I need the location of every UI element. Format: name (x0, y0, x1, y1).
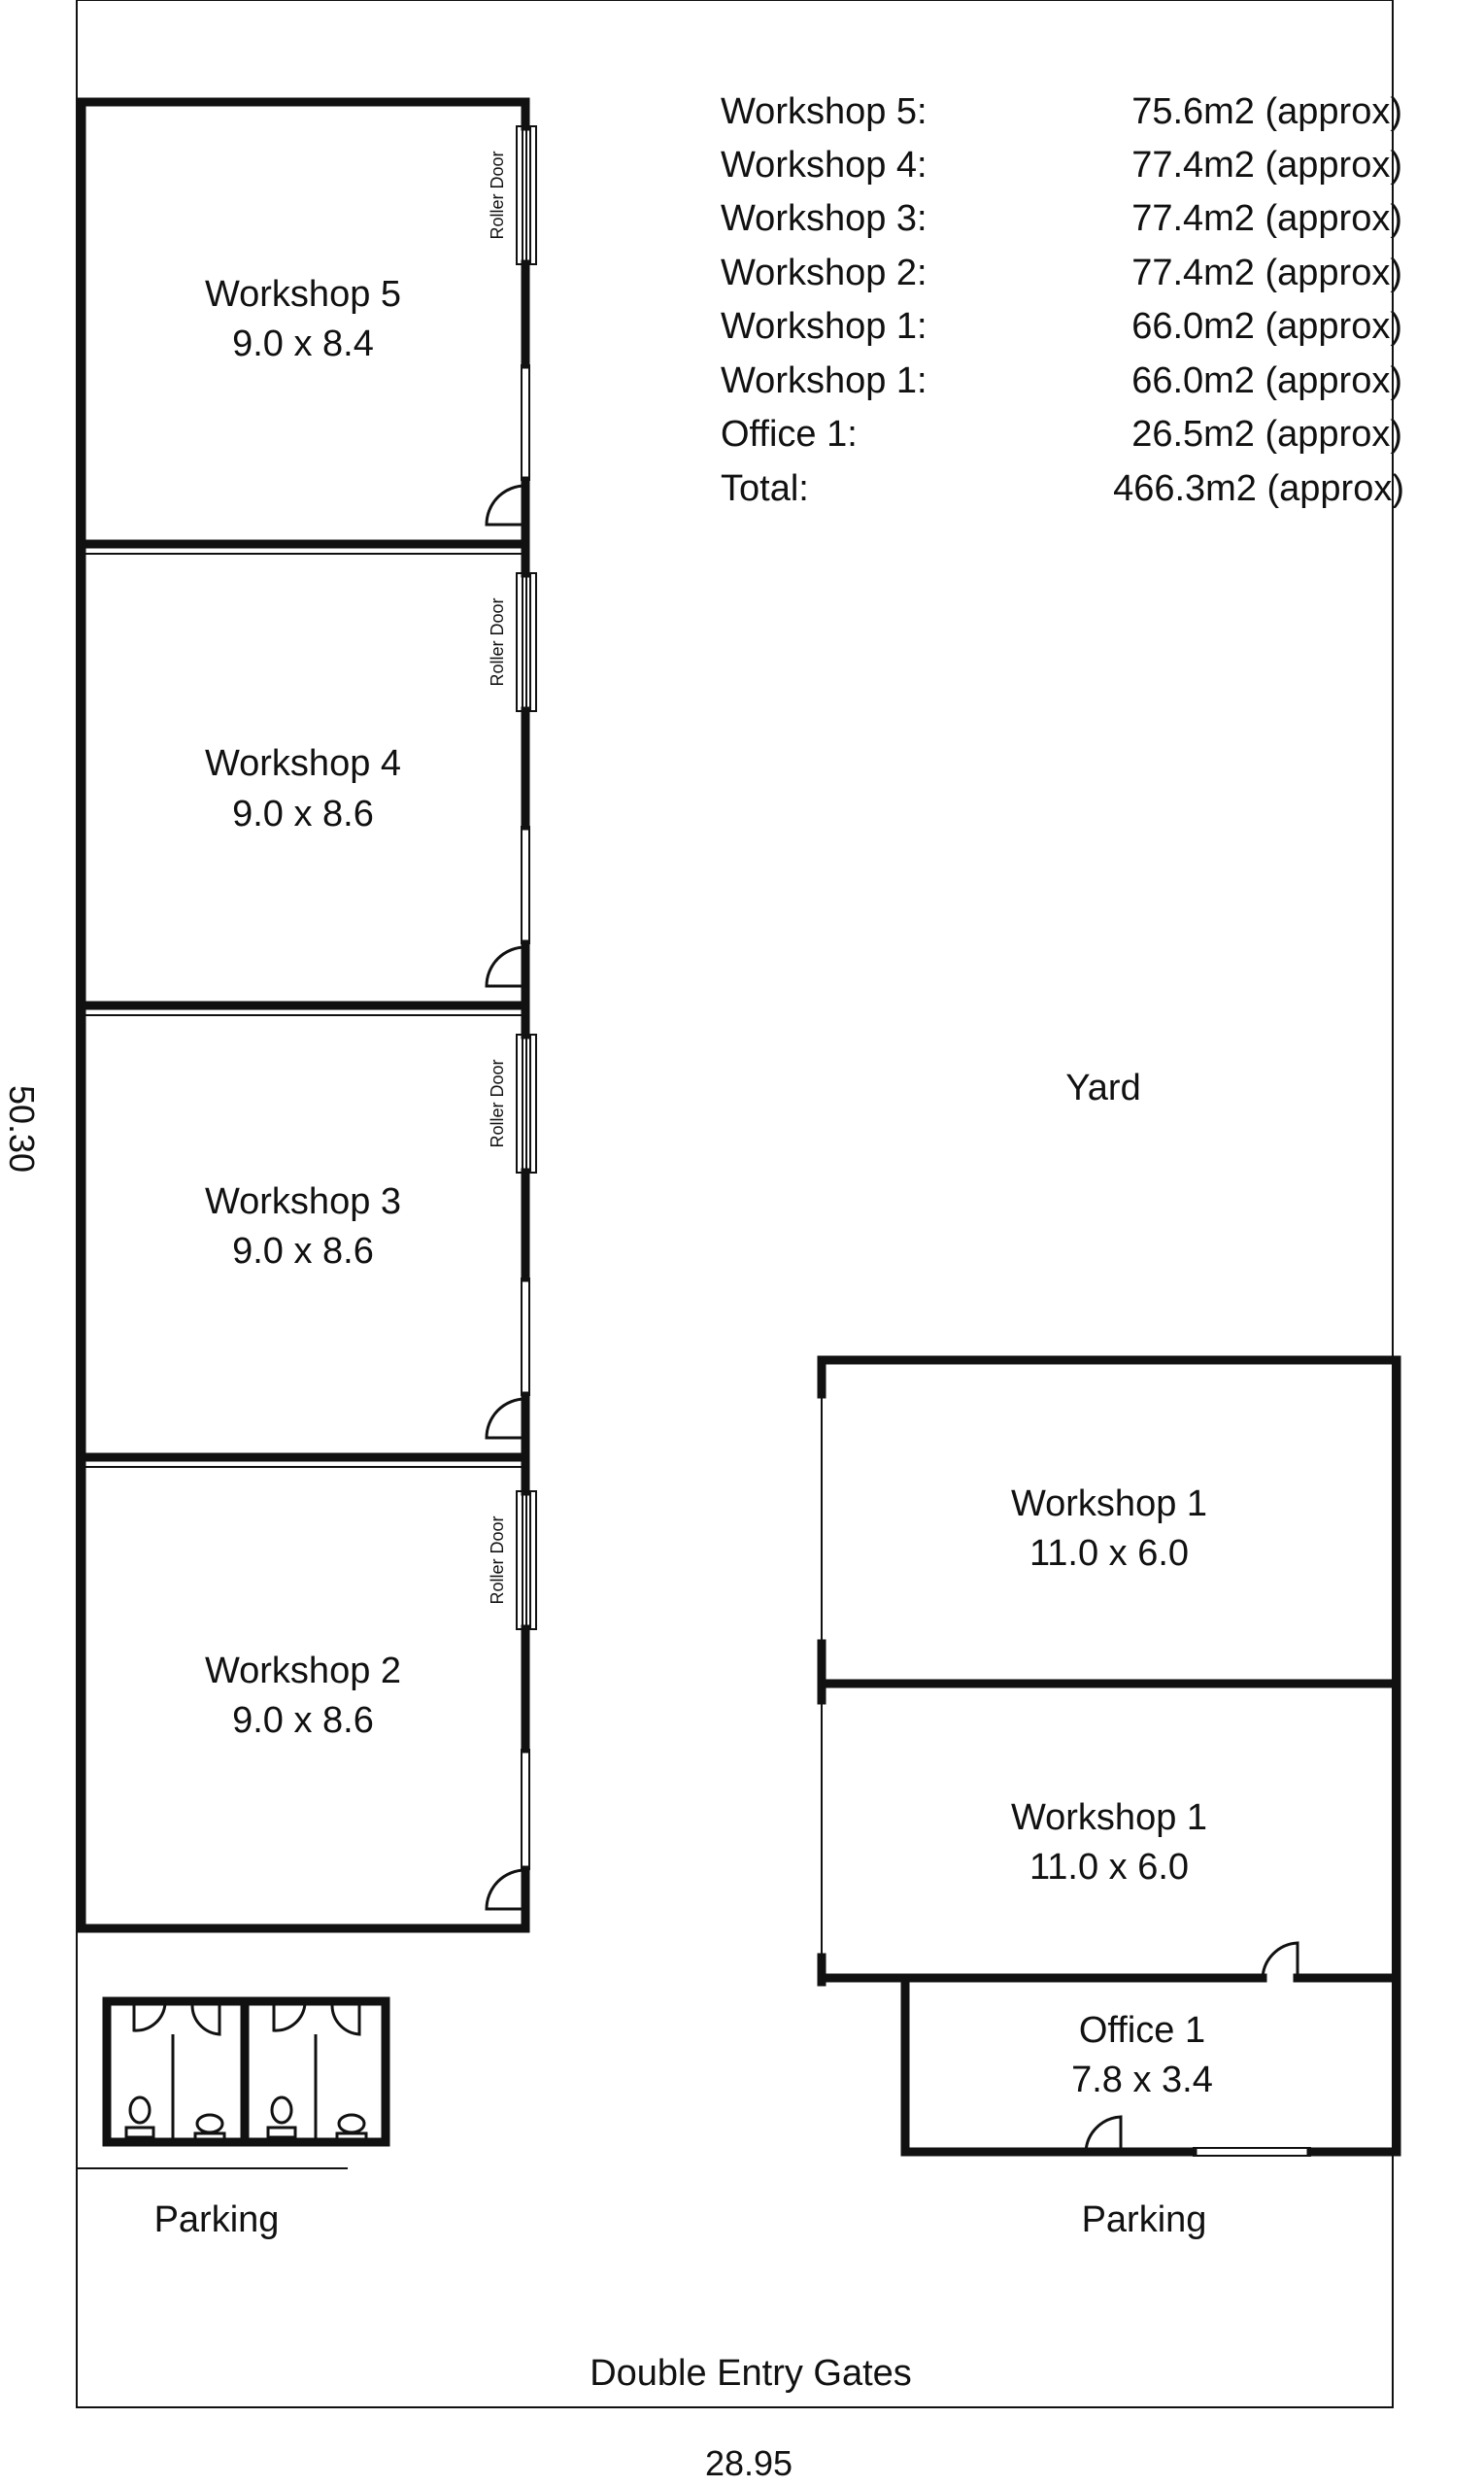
door-swing (1084, 2115, 1123, 2153)
area-value: 75.6m2 (approx) (1131, 91, 1402, 132)
window (521, 1278, 530, 1396)
area-value: 77.4m2 (approx) (1131, 145, 1402, 186)
room-name: Workshop 1 (1011, 1797, 1207, 1838)
area-value: 66.0m2 (approx) (1131, 306, 1402, 347)
area-value: 77.4m2 (approx) (1131, 253, 1402, 293)
area-name: Workshop 1: (721, 360, 928, 401)
site-width-dimension: 28.95 (705, 2443, 793, 2483)
room-name: Workshop 4 (205, 743, 401, 784)
toilet-icon (124, 2095, 155, 2139)
room-dimensions: 11.0 x 6.0 (1029, 1847, 1189, 1888)
roller-door: Roller Door (488, 1490, 537, 1630)
roller-door: Roller Door (488, 572, 537, 712)
window (521, 826, 530, 944)
area-schedule: Workshop 5: 75.6m2 (approx) Workshop 4: … (721, 91, 1404, 509)
right-workshop-block: Workshop 1 11.0 x 6.0 Workshop 1 11.0 x … (817, 1355, 1401, 2157)
window (1192, 2147, 1312, 2157)
toilet-icon (193, 2113, 226, 2143)
room-dimensions: 7.8 x 3.4 (1071, 2060, 1213, 2100)
area-name: Total: (721, 468, 809, 509)
area-value: 466.3m2 (approx) (1113, 468, 1404, 509)
roller-door-label: Roller Door (488, 1059, 507, 1147)
room-dimensions: 11.0 x 6.0 (1029, 1533, 1189, 1574)
roller-door-label: Roller Door (488, 597, 507, 686)
room-dimensions: 9.0 x 8.6 (232, 1700, 374, 1741)
toilet-icon (335, 2113, 368, 2143)
toilet-block (102, 1996, 390, 2147)
area-name: Workshop 1: (721, 306, 928, 347)
area-value: 66.0m2 (approx) (1131, 360, 1402, 401)
area-name: Workshop 2: (721, 253, 928, 293)
roller-door-label: Roller Door (488, 151, 507, 239)
window (521, 364, 530, 481)
room-name: Workshop 3 (205, 1181, 401, 1222)
site-depth-dimension: 50.30 (2, 1085, 42, 1173)
room-dimensions: 9.0 x 8.4 (232, 324, 374, 364)
yard-label: Yard (1065, 1068, 1140, 1108)
room-name: Workshop 5 (205, 274, 401, 315)
room-name: Workshop 1 (1011, 1483, 1207, 1524)
door-swing (485, 484, 526, 527)
left-workshop-block: Roller Door Roller Door Roller Door Roll… (77, 97, 537, 1933)
door-swing (485, 1868, 526, 1911)
roller-door: Roller Door (488, 1034, 537, 1174)
room-dimensions: 9.0 x 8.6 (232, 1231, 374, 1272)
door-swing (1261, 1941, 1299, 1979)
area-value: 26.5m2 (approx) (1131, 414, 1402, 455)
room-name: Office 1 (1079, 2010, 1205, 2051)
window (521, 1749, 530, 1870)
area-value: 77.4m2 (approx) (1131, 198, 1402, 239)
door-swing (485, 945, 526, 988)
parking-right-label: Parking (1082, 2199, 1207, 2240)
toilet-icon (266, 2095, 297, 2139)
area-name: Workshop 3: (721, 198, 928, 239)
area-name: Workshop 4: (721, 145, 928, 186)
room-name: Workshop 2 (205, 1651, 401, 1691)
site-boundary (76, 0, 1394, 2408)
door-swing (485, 1397, 526, 1440)
roller-door-label: Roller Door (488, 1516, 507, 1604)
roller-door: Roller Door (488, 125, 537, 265)
double-entry-gates-label: Double Entry Gates (590, 2353, 912, 2394)
room-dimensions: 9.0 x 8.6 (232, 794, 374, 835)
area-name: Office 1: (721, 414, 858, 455)
area-name: Workshop 5: (721, 91, 928, 132)
parking-left-label: Parking (154, 2199, 280, 2240)
